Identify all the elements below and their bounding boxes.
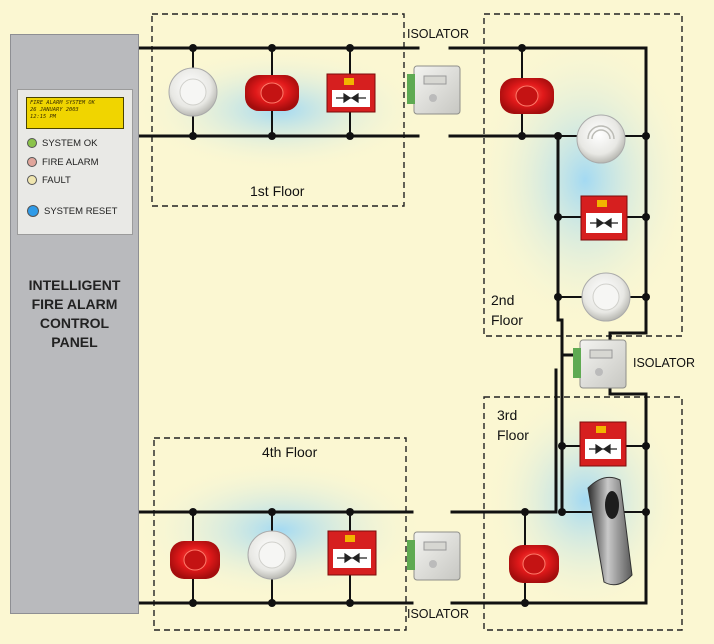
floor4-label: 4th Floor bbox=[262, 444, 318, 460]
panel-title-line: CONTROL bbox=[39, 315, 110, 331]
panel-title: INTELLIGENT FIRE ALARM CONTROL PANEL bbox=[12, 276, 137, 352]
floor2-label-line: 2nd bbox=[491, 292, 515, 308]
floor3-label-line: 3rd bbox=[497, 407, 518, 423]
sounder bbox=[500, 78, 554, 114]
reset-button-icon[interactable] bbox=[27, 205, 39, 217]
manual-call-point bbox=[580, 195, 628, 241]
loop-wiring bbox=[135, 46, 648, 605]
floor3-label-line: Floor bbox=[497, 427, 529, 443]
isolator-bottom bbox=[407, 531, 461, 581]
lcd-line: 12:15 PM bbox=[30, 114, 56, 120]
isolator-top bbox=[407, 65, 461, 115]
smoke-detector bbox=[168, 67, 218, 117]
floor1-label: 1st Floor bbox=[250, 183, 305, 199]
lcd-line: 26 JANUARY 2003 bbox=[30, 107, 79, 113]
indicator-label: FAULT bbox=[42, 174, 71, 186]
lcd-screen: FIRE ALARM SYSTEM OK 26 JANUARY 2003 12:… bbox=[26, 97, 124, 129]
indicator-system-ok: SYSTEM OK bbox=[27, 137, 97, 149]
zone-4th-floor bbox=[153, 437, 407, 631]
fire-alarm-led bbox=[27, 157, 37, 167]
heat-detector bbox=[576, 114, 626, 164]
system-ok-led bbox=[27, 138, 37, 148]
smoke-detector bbox=[247, 530, 297, 580]
floor2-label: 2nd Floor bbox=[491, 290, 523, 330]
junction-dots bbox=[189, 44, 650, 607]
lcd-line: FIRE ALARM SYSTEM OK bbox=[30, 100, 95, 106]
system-reset-button[interactable]: SYSTEM RESET bbox=[27, 205, 117, 217]
indicator-label: SYSTEM OK bbox=[42, 137, 98, 149]
panel-title-line: INTELLIGENT bbox=[28, 277, 121, 293]
sounder bbox=[509, 545, 559, 583]
smoke-detector bbox=[581, 272, 631, 322]
indicator-fault: FAULT bbox=[27, 174, 71, 186]
manual-call-point bbox=[579, 421, 627, 467]
sounder bbox=[245, 75, 299, 111]
isolator-right bbox=[573, 339, 627, 389]
floor2-label-line: Floor bbox=[491, 312, 523, 328]
beam-detector bbox=[587, 476, 633, 586]
manual-call-point bbox=[326, 73, 376, 113]
manual-call-point bbox=[327, 530, 377, 576]
zone-1st-floor bbox=[151, 13, 405, 207]
indicator-label: SYSTEM RESET bbox=[44, 205, 118, 217]
panel-title-line: PANEL bbox=[51, 334, 98, 350]
panel-title-line: FIRE ALARM bbox=[31, 296, 118, 312]
panel-display: FIRE ALARM SYSTEM OK 26 JANUARY 2003 12:… bbox=[17, 89, 133, 235]
isolator-right-label: ISOLATOR bbox=[633, 356, 696, 370]
isolator-bottom-label: ISOLATOR bbox=[407, 607, 470, 621]
fault-led bbox=[27, 175, 37, 185]
indicator-label: FIRE ALARM bbox=[42, 156, 99, 168]
indicator-fire-alarm: FIRE ALARM bbox=[27, 156, 99, 168]
floor3-label: 3rd Floor bbox=[497, 405, 529, 445]
isolator-top-label: ISOLATOR bbox=[407, 27, 470, 41]
sounder bbox=[170, 541, 220, 579]
